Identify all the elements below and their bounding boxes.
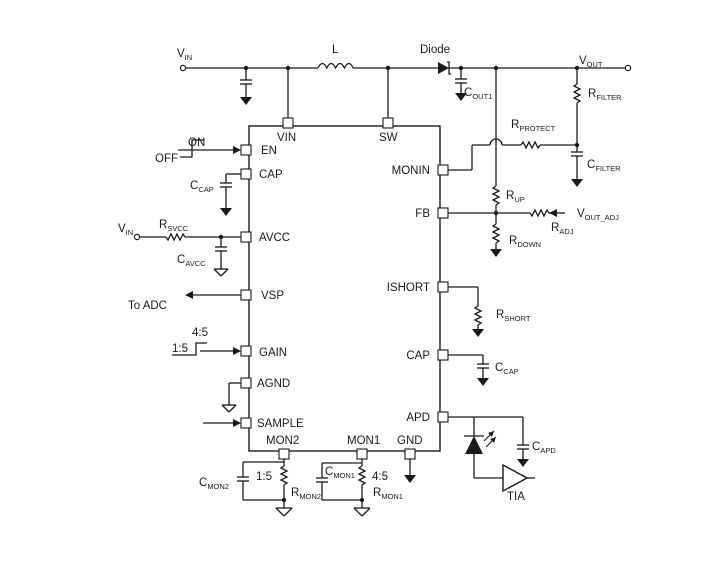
rshort-resistor [448, 286, 484, 337]
top-rail [179, 61, 632, 75]
diode-label: Diode [420, 44, 450, 56]
sample-input [203, 419, 241, 427]
ccap-left-label: CCAP [190, 180, 214, 194]
rfilter-label: RFILTER [588, 88, 622, 102]
pin-avcc-label: AVCC [259, 232, 290, 244]
pin-gnd-label: GND [397, 435, 423, 447]
avcc-network [133, 232, 241, 277]
cavcc-label: CAVCC [177, 254, 206, 268]
pin-agnd-label: AGND [257, 378, 290, 390]
mon1-ratio-label: 4:5 [372, 471, 388, 483]
pin-gain-label: GAIN [259, 347, 287, 359]
on-label: ON [188, 137, 205, 149]
cmon1-label: CMON1 [325, 466, 355, 480]
rshort-label: RSHORT [496, 309, 531, 323]
pin-labels: VIN SW EN CAP AVCC VSP GAIN AGND SAMPLE … [257, 132, 430, 447]
off-label: OFF [155, 153, 178, 165]
vout-adj-label: VOUT_ADJ [577, 208, 619, 222]
pin-boxes [240, 117, 449, 460]
inductor-l [317, 62, 354, 70]
ccap-right-label: CCAP [495, 362, 519, 376]
ccap-left-capacitor [220, 173, 241, 216]
vout-terminal [624, 64, 632, 72]
feedback-divider [448, 68, 565, 257]
vsp-output [185, 291, 241, 299]
radj-label: RADJ [551, 222, 574, 236]
rdown-label: RDOWN [509, 235, 541, 249]
pin-mon1-label: MON1 [347, 435, 380, 447]
to-adc-label: To ADC [128, 300, 167, 312]
en-input [178, 139, 241, 158]
vout-label: VOUT [579, 55, 603, 69]
apd-circuit [448, 416, 535, 493]
vin-top-label: VIN [177, 48, 192, 62]
inductor-label: L [332, 44, 339, 56]
pin-sample-label: SAMPLE [257, 418, 304, 430]
pin-ishort-label: ISHORT [387, 282, 430, 294]
input-capacitor [240, 68, 252, 105]
component-labels: VIN L Diode VOUT COUT1 RFILTER RPROTECT … [118, 44, 622, 503]
tia-amplifier [502, 463, 529, 493]
rmon2-label: RMON2 [291, 487, 321, 501]
agnd-ground [221, 382, 241, 413]
gain-ratio-15-label: 1:5 [172, 343, 188, 355]
pin-cap-left-label: CAP [259, 169, 283, 181]
pin-sw-label: SW [379, 132, 398, 144]
rfilter-resistor [571, 68, 583, 187]
pin-en-label: EN [261, 145, 277, 157]
mon2-ratio-label: 1:5 [256, 471, 272, 483]
pin-mon2-label: MON2 [266, 435, 299, 447]
mon1-network [316, 459, 371, 517]
gain-input [172, 342, 241, 356]
cfilter-label: CFILTER [587, 159, 621, 173]
ic-body [248, 125, 441, 452]
pin-cap-right-label: CAP [406, 350, 430, 362]
pin-monin-label: MONIN [392, 165, 430, 177]
capd-label: CAPD [532, 441, 556, 455]
pin-fb-label: FB [415, 208, 430, 220]
rprotect-resistor [448, 138, 580, 171]
pin-vin-label: VIN [277, 132, 296, 144]
rprotect-label: RPROTECT [511, 119, 556, 133]
vin-left-label: VIN [118, 223, 133, 237]
gnd-pin-ground [404, 459, 416, 483]
tia-label: TIA [507, 491, 525, 503]
rsvcc-label: RSVCC [159, 219, 189, 233]
rmon1-label: RMON1 [373, 487, 403, 501]
vin-terminal [179, 64, 187, 72]
cout1-capacitor [455, 68, 467, 101]
mon2-network [237, 459, 293, 517]
pin-vsp-label: VSP [261, 290, 284, 302]
cmon2-label: CMON2 [199, 477, 229, 491]
cout1-label: COUT1 [464, 87, 492, 101]
pin-apd-label: APD [406, 412, 430, 424]
rup-label: RUP [506, 190, 525, 204]
gain-ratio-45-label: 4:5 [192, 327, 208, 339]
ccap-right-capacitor [448, 354, 489, 386]
